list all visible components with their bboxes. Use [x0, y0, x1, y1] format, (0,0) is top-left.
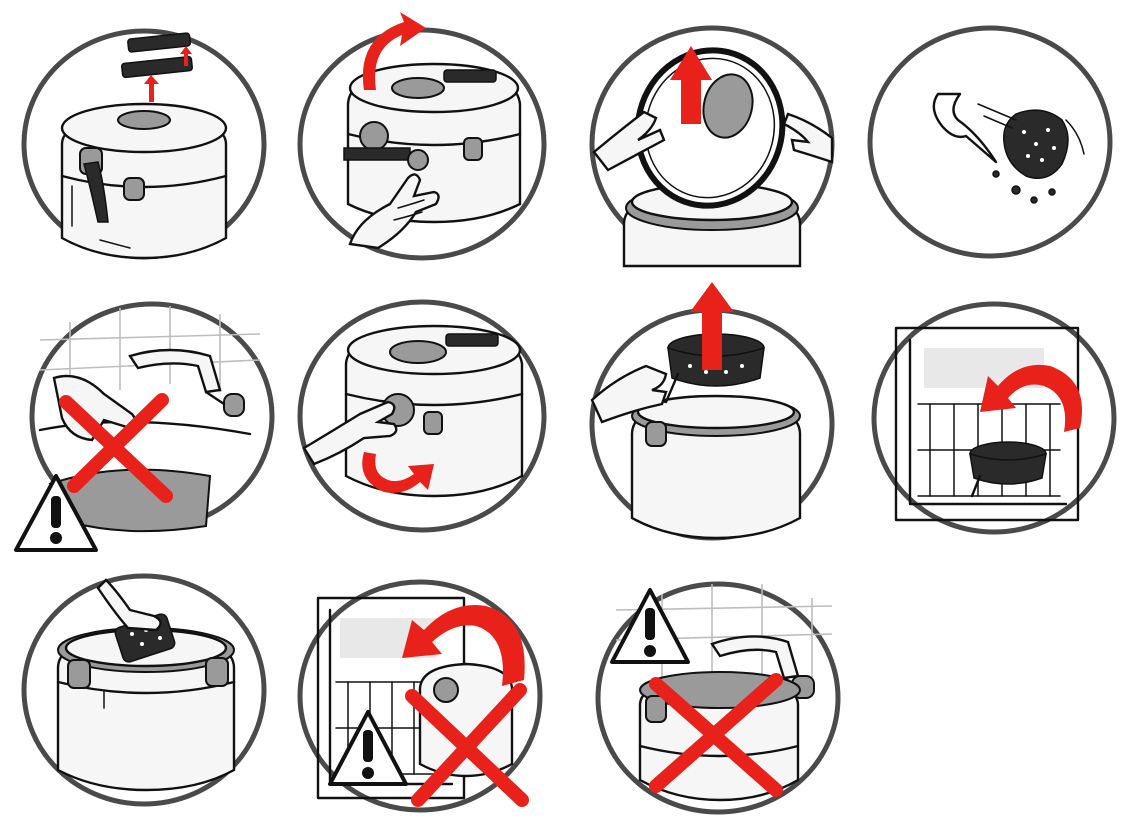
step-8-basket-in-dishwasher: [870, 300, 1120, 544]
step-2-press-lid-button: [294, 8, 550, 258]
step-5-no-washing-in-sink: [10, 300, 274, 554]
step-11-no-immersion-in-water: [592, 580, 844, 820]
step-4-discard-filter: [866, 24, 1116, 264]
step-3-lift-off-lid: [588, 22, 838, 266]
step-9-wipe-with-sponge: [20, 572, 270, 812]
step-10-no-appliance-in-dishwasher: [296, 578, 546, 820]
step-7-remove-basket: [586, 282, 840, 544]
step-1-remove-lid-filter: [20, 26, 270, 266]
step-6-rotate-handle: [294, 298, 550, 538]
